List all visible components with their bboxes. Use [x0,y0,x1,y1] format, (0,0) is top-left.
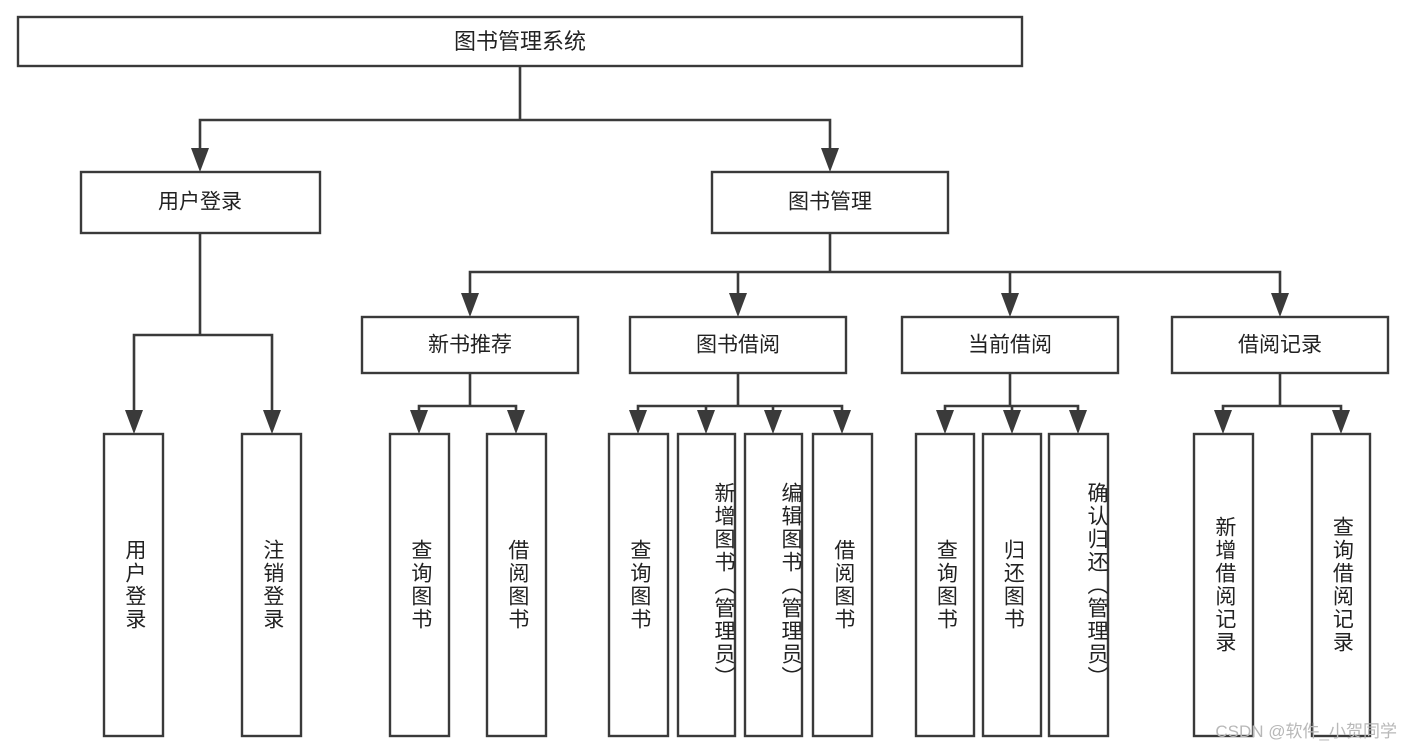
connectors-layer [125,64,1350,434]
node-root[interactable]: 图书管理系统 [16,15,1024,68]
connector-new-book-rec-bus [417,371,518,417]
node-book-borrow[interactable]: 图书借阅 [628,315,848,375]
connector-book-mgmt-bus [468,231,1282,300]
arrow-to-borrow-record [1271,293,1289,317]
node-borrow-record[interactable]: 借阅记录 [1170,315,1390,375]
arrow-nbr-leaf-1 [410,410,428,434]
current-borrow-box[interactable] [900,315,1120,375]
leaf-box-cb-return-book[interactable] [981,432,1043,738]
leaf-box-cb-confirm-return[interactable] [1047,432,1110,738]
book-borrow-box[interactable] [628,315,848,375]
leaf-box-nbr-borrow-book[interactable] [485,432,548,738]
book-management-label: 图书管理 [788,191,872,214]
root-box[interactable] [16,15,1024,68]
book-management-box[interactable] [710,170,950,235]
new-book-recommend-label: 新书推荐 [428,334,512,357]
arrow-bb-leaf-3 [764,410,782,434]
arrow-bb-leaf-2 [697,410,715,434]
connector-user-login-bus [132,231,274,417]
node-new-book-recommend[interactable]: 新书推荐 [360,315,580,375]
arrow-cb-leaf-2 [1003,410,1021,434]
leaf-box-br-add-record[interactable] [1192,432,1255,738]
user-login-label: 用户登录 [158,191,242,214]
node-book-management[interactable]: 图书管理 [710,170,950,235]
leaf-boxes-layer [102,432,1372,738]
arrow-to-leaf-user-login [125,410,143,434]
arrow-to-book-mgmt [821,148,839,172]
book-borrow-label: 图书借阅 [696,334,780,357]
arrow-to-book-borrow [729,293,747,317]
arrow-to-user-login [191,148,209,172]
arrow-to-leaf-logout [263,410,281,434]
leaf-box-bb-add-book[interactable] [676,432,737,738]
leaf-box-br-query-record[interactable] [1310,432,1372,738]
connector-root-to-level2 [198,64,832,157]
arrow-bb-leaf-4 [833,410,851,434]
user-login-box[interactable] [79,170,322,235]
borrow-record-label: 借阅记录 [1238,334,1322,357]
arrow-nbr-leaf-2 [507,410,525,434]
arrow-to-current-borrow [1001,293,1019,317]
arrow-br-leaf-2 [1332,410,1350,434]
arrow-cb-leaf-1 [936,410,954,434]
leaf-box-cb-query-book[interactable] [914,432,976,738]
node-current-borrow[interactable]: 当前借阅 [900,315,1120,375]
arrow-bb-leaf-1 [629,410,647,434]
node-user-login[interactable]: 用户登录 [79,170,322,235]
watermark-text: CSDN @软件_小贺同学 [1215,722,1397,741]
borrow-record-box[interactable] [1170,315,1390,375]
arrow-cb-leaf-3 [1069,410,1087,434]
connector-current-borrow-bus [943,371,1080,417]
connector-book-borrow-bus [636,371,844,417]
leaf-box-bb-query-book[interactable] [607,432,670,738]
leaf-box-logout[interactable] [240,432,303,738]
leaf-box-user-login[interactable] [102,432,165,738]
leaf-box-bb-edit-book[interactable] [743,432,804,738]
connector-borrow-record-bus [1221,371,1343,417]
new-book-recommend-box[interactable] [360,315,580,375]
leaf-box-nbr-query-book[interactable] [388,432,451,738]
arrow-to-new-book-rec [461,293,479,317]
current-borrow-label: 当前借阅 [968,334,1052,357]
arrow-br-leaf-1 [1214,410,1232,434]
root-label: 图书管理系统 [454,29,586,54]
leaf-box-bb-borrow-book[interactable] [811,432,874,738]
